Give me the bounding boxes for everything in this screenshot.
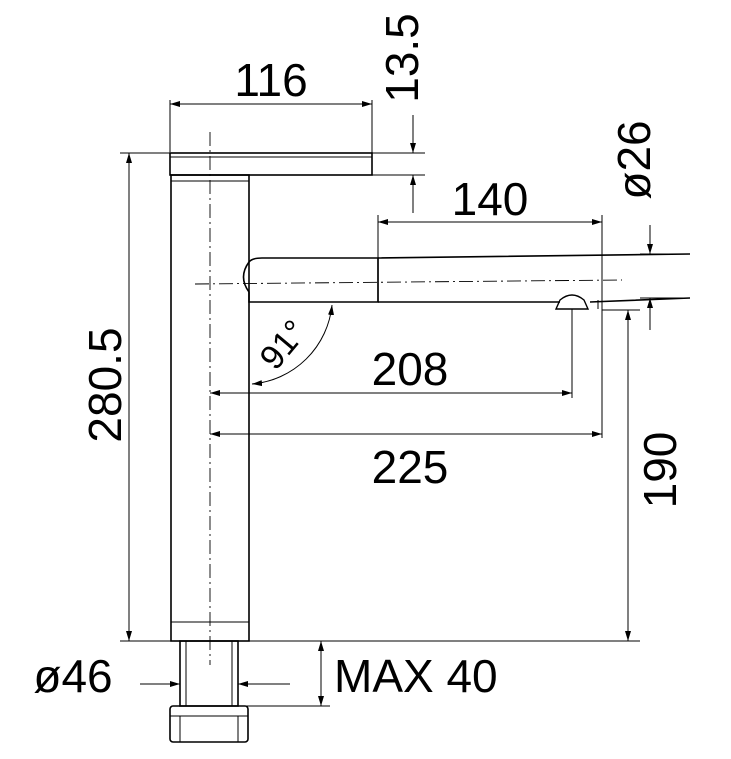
spout-tube — [377, 253, 691, 303]
dimension-labels: 116 13.5 140 ø26 280.5 91° 208 225 190 ø… — [33, 13, 686, 702]
center-lines — [194, 132, 623, 665]
dim-handle-height: 13.5 — [376, 13, 428, 103]
dim-spout-diameter: ø26 — [608, 120, 660, 199]
dim-handle-length: 116 — [234, 54, 307, 106]
dim-base-diameter: ø46 — [33, 650, 112, 702]
dim-spout-angle: 91° — [252, 313, 314, 377]
dim-outlet-reach: 208 — [372, 343, 449, 395]
dim-max-thickness: MAX 40 — [334, 650, 498, 702]
dim-outlet-height: 190 — [634, 432, 686, 509]
lever-handle — [169, 152, 373, 176]
mounting-shank — [179, 640, 239, 707]
dim-total-reach: 225 — [372, 441, 449, 493]
dim-spout-reach-upper: 140 — [452, 173, 529, 225]
mounting-nut — [169, 705, 249, 743]
spout-outlet — [554, 294, 590, 310]
dimension-lines — [120, 100, 690, 707]
dim-total-height: 280.5 — [79, 327, 131, 442]
spout — [242, 257, 379, 303]
